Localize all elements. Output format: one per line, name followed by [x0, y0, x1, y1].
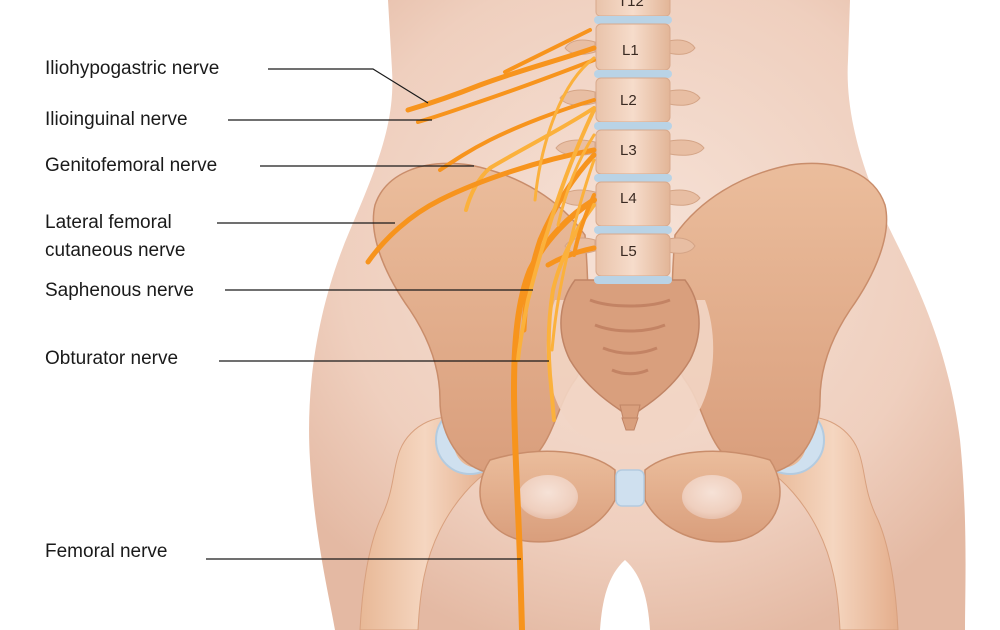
vertebra-label-l5: L5: [620, 243, 637, 260]
lumbar-plexus-nerves: [365, 28, 597, 630]
vertebra-label-l4: L4: [620, 190, 637, 207]
leg-gap: [600, 560, 650, 630]
label-genitofemoral-nerve: Genitofemoral nerve: [45, 155, 218, 176]
vertebra-label-t12: T12: [618, 0, 644, 10]
saphenous-nerve: [516, 108, 596, 362]
femoral-nerve: [510, 197, 597, 630]
leader-lines: [206, 68, 549, 560]
genitofemoral-nerve: [464, 106, 596, 212]
label-femoral-nerve: Femoral nerve: [45, 541, 168, 562]
leader-iliohypogastric: [268, 68, 429, 104]
iliohypogastric-nerve: [405, 45, 597, 113]
lateral-femoral-cutaneous-nerve: [365, 147, 597, 265]
pubic-symphysis: [615, 469, 645, 507]
label-iliohypogastric-nerve: Iliohypogastric nerve: [45, 58, 220, 79]
ilioinguinal-nerve: [416, 58, 596, 124]
label-lateral-femoral-line1: Lateral femoral: [45, 212, 172, 233]
label-saphenous-nerve: Saphenous nerve: [45, 280, 194, 301]
vertebra-label-l3: L3: [620, 142, 637, 159]
label-lateral-femoral-line2: cutaneous nerve: [45, 240, 186, 261]
label-obturator-nerve: Obturator nerve: [45, 348, 179, 369]
vertebra-label-l2: L2: [620, 92, 637, 109]
coccyx: [619, 404, 641, 431]
label-ilioinguinal-nerve: Ilioinguinal nerve: [45, 109, 188, 130]
vertebra-label-l1: L1: [622, 42, 639, 59]
